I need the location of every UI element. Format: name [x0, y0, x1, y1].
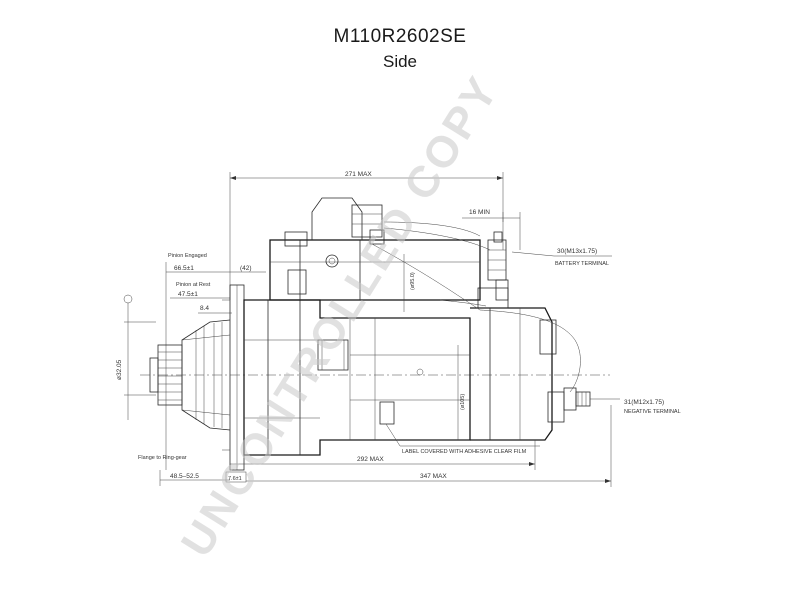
label-flange-val: 48.5–52.5	[170, 473, 199, 480]
label-height-lower: (ø105)	[460, 394, 466, 410]
label-8-4: 8.4	[200, 305, 209, 312]
negative-terminal: 31(M12x1.75) NEGATIVE TERMINAL	[563, 387, 681, 415]
label-paren-42: (42)	[240, 265, 252, 272]
dim-16-min: 16 MIN	[462, 209, 521, 250]
label-pinion-rest: Pinion at Rest	[176, 282, 211, 288]
label-pinion-rest-val: 47.5±1	[178, 291, 198, 298]
dim-pinion-rest: Pinion at Rest 47.5±1 8.4	[170, 282, 232, 314]
label-negative-terminal: NEGATIVE TERMINAL	[624, 409, 681, 415]
label-16-min: 16 MIN	[469, 209, 490, 216]
label-pinion-engaged-val: 66.5±1	[174, 265, 194, 272]
commutator-end	[470, 287, 565, 441]
solenoid-connector	[311, 197, 385, 245]
dim-flange-ring-gear: Flange to Ring-gear 48.5–52.5	[138, 455, 230, 486]
label-347-max: 347 MAX	[420, 473, 447, 480]
dim-292-max: 292 MAX	[230, 440, 536, 470]
label-battery-thread: 30(M13x1.75)	[557, 248, 597, 255]
dim-pinion-engaged: Pinion Engaged 66.5±1 (42)	[165, 253, 266, 470]
battery-terminal-stud	[487, 231, 509, 301]
label-battery-terminal: BATTERY TERMINAL	[555, 261, 609, 267]
label-overall-max: 271 MAX	[345, 171, 372, 178]
dim-347-max: 7.6±1 347 MAX	[225, 405, 612, 487]
dim-pinion-diameter: ø32.05	[116, 294, 156, 420]
dim-height-lower: (ø105)	[457, 345, 466, 440]
diagram-title: M110R2602SE	[333, 26, 467, 47]
label-pinion-engaged: Pinion Engaged	[168, 253, 207, 259]
solenoid: (ø95.0)	[269, 231, 481, 312]
dim-battery-terminal: 30(M13x1.75) BATTERY TERMINAL	[511, 248, 612, 267]
label-7-6: 7.6±1	[228, 476, 242, 482]
label-292-max: 292 MAX	[357, 456, 384, 463]
label-negative-thread: 31(M12x1.75)	[624, 399, 664, 406]
label-pinion-diameter: ø32.05	[116, 359, 123, 380]
motor-housing	[243, 299, 471, 456]
label-height-mid: (ø95.0)	[410, 272, 416, 290]
label-note: LABEL COVERED WITH ADHESIVE CLEAR FILM	[402, 449, 527, 455]
label-note-callout: LABEL COVERED WITH ADHESIVE CLEAR FILM	[385, 423, 540, 455]
wiring-harness	[371, 221, 581, 393]
watermark-text: UNCONTROLLED COPY	[172, 67, 509, 565]
label-flange-note: Flange to Ring-gear	[138, 455, 187, 461]
diagram-subtitle: Side	[382, 52, 418, 71]
